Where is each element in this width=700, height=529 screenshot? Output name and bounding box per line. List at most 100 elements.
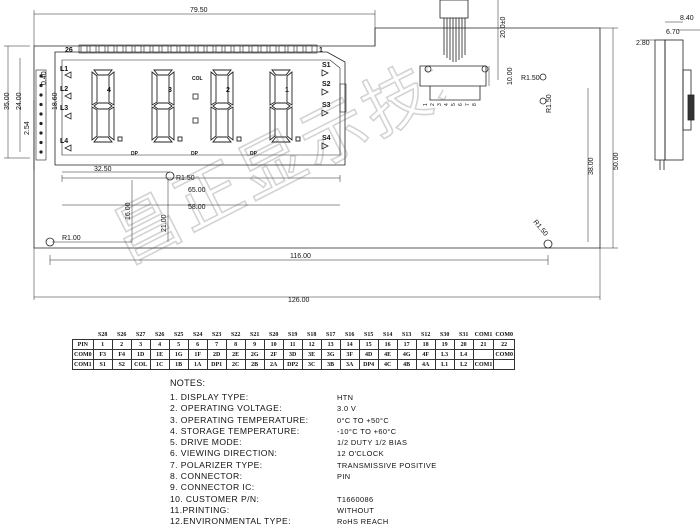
- pin-number-row-cell: 14: [339, 339, 360, 350]
- pin-header-row-cell: S15: [364, 331, 374, 338]
- segment: [108, 71, 115, 106]
- pin-header-row-cell: S24: [193, 331, 203, 338]
- left-pin: [39, 112, 43, 116]
- segment: [168, 71, 175, 106]
- note-value: -10°C TO +60°C: [337, 426, 397, 436]
- flex-connector: [419, 0, 489, 101]
- pin-number-row-cell: 3: [130, 339, 151, 350]
- digit-1: [269, 69, 301, 143]
- top-pin: [206, 45, 214, 53]
- pin-header-row-cell: S14: [383, 331, 393, 338]
- com1-row-cell: 2A: [263, 359, 284, 370]
- com1-row-cell: 1B: [168, 359, 189, 370]
- top-pin: [161, 45, 169, 53]
- note-label: 4. STORAGE TEMPERATURE:: [170, 425, 300, 436]
- segment: [153, 69, 173, 76]
- com0-row-cell: [472, 349, 495, 360]
- mounting-hole-2: [543, 239, 553, 249]
- note-value: RoHS REACH: [337, 517, 389, 527]
- dp-label-1: DP: [131, 151, 139, 157]
- top-pin: [98, 45, 106, 53]
- left-pin: [39, 140, 43, 145]
- note-value: WITHOUT: [337, 505, 375, 515]
- top-pin: [197, 45, 205, 53]
- note-label: 1. DISPLAY TYPE:: [170, 392, 249, 402]
- segment: [151, 106, 158, 141]
- top-pin: [278, 45, 286, 53]
- pin-header-row-cell: S25: [174, 331, 184, 338]
- mounting-hole-4: [539, 73, 547, 81]
- pin-number-row-cell: 9: [244, 339, 265, 350]
- dim-2-80: 2.80: [636, 40, 650, 47]
- col-dot-top: [192, 93, 199, 100]
- segment: [151, 71, 158, 106]
- com0-row-cell: 3D: [282, 349, 303, 360]
- com1-row-cell: 4B: [396, 359, 417, 370]
- seven-segment-digits: [91, 69, 301, 143]
- digit-number-3: 3: [168, 87, 172, 94]
- connector-pin-number: 5: [451, 103, 457, 106]
- note-item: 9. CONNECTOR IC:: [170, 482, 254, 493]
- dim-24: 24.00: [16, 92, 23, 110]
- com0-row-cell: 4D: [358, 349, 379, 360]
- segment: [286, 106, 293, 141]
- top-pin: [233, 45, 241, 53]
- top-pin: [89, 45, 97, 53]
- pin-number-row-cell: 19: [434, 339, 455, 350]
- top-pin: [305, 45, 313, 53]
- top-pin-cells: [80, 45, 313, 53]
- com0-row-cell: 1D: [130, 349, 151, 360]
- top-label-1: 1: [319, 47, 323, 54]
- top-pin: [215, 45, 223, 53]
- com1-row-cell: 3A: [339, 359, 360, 370]
- side-left-l3: L3: [60, 105, 68, 112]
- pin-number-row-cell: 6: [187, 339, 208, 350]
- com0-row-cell: 2E: [225, 349, 246, 360]
- segment: [271, 69, 291, 76]
- pin-header-row-cell: S20: [269, 331, 279, 338]
- segment: [212, 69, 232, 76]
- dim-58: 58.00: [188, 204, 206, 211]
- com1-row-cell: 3B: [320, 359, 341, 370]
- com1-row-cell: 2B: [244, 359, 265, 370]
- dim-18-60: 18.60: [52, 92, 59, 110]
- com0-row-cell: 4G: [396, 349, 417, 360]
- pin-number-row-cell: 5: [168, 339, 189, 350]
- com1-row-cell: S2: [111, 359, 132, 370]
- pin-number-row-cell: 13: [320, 339, 341, 350]
- com1-row-cell: 2C: [225, 359, 246, 370]
- top-pin: [80, 45, 88, 53]
- digit-2: [210, 69, 242, 143]
- com0-row-cell: 4E: [377, 349, 398, 360]
- dim-8-40: 8.40: [680, 15, 694, 22]
- com1-row-label: COM1: [72, 359, 94, 370]
- top-pin: [134, 45, 142, 53]
- note-value: 12 O'CLOCK: [337, 449, 384, 459]
- pin-number-row-cell: 17: [396, 339, 417, 350]
- segment: [271, 136, 291, 143]
- com0-row-label: COM0: [72, 349, 94, 360]
- decimal-point: [236, 136, 242, 142]
- pin-number-row-cell: 18: [415, 339, 436, 350]
- connector-pin-number: 2: [430, 103, 436, 106]
- dim-116: 116.00: [290, 253, 311, 260]
- dim-65: 65.00: [188, 187, 206, 194]
- top-pin: [269, 45, 277, 53]
- radius-label-3: R1.50: [546, 94, 553, 113]
- pin-header-row-cell: S26: [155, 331, 165, 338]
- top-pin: [242, 45, 250, 53]
- note-label: 11.PRINTING:: [170, 504, 230, 515]
- note-item: 4. STORAGE TEMPERATURE: -10°C TO +60°C: [170, 426, 396, 437]
- pin-number-row-cell: 7: [206, 339, 227, 350]
- radius-label-4: R1.50: [531, 219, 548, 238]
- note-label: 2. OPERATING VOLTAGE:: [170, 403, 283, 414]
- note-label: 3. OPERATING TEMPERATURE:: [170, 414, 309, 425]
- pin-header-row-cell: COM0: [495, 331, 514, 338]
- left-pin: [39, 102, 43, 107]
- com0-row-cell: 4F: [415, 349, 436, 360]
- segment: [212, 136, 232, 143]
